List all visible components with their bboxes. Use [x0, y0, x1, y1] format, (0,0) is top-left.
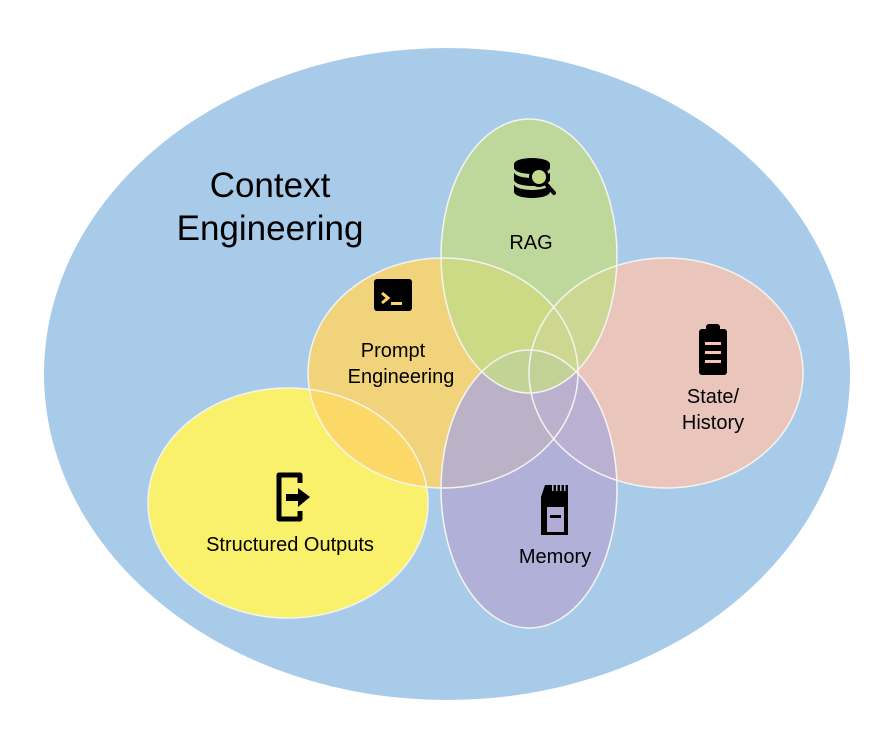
state-label-line-2: History: [682, 412, 744, 434]
terminal-icon: [374, 279, 412, 311]
structured-outputs-label: Structured Outputs: [206, 534, 374, 556]
clipboard-icon: [699, 324, 727, 375]
prompt-label-line-2: Engineering: [348, 366, 455, 388]
rag-label: RAG: [509, 232, 552, 254]
database-search-icon: [514, 158, 556, 198]
memory-ellipse: [441, 350, 617, 628]
state-label-line-1: State/: [687, 386, 740, 408]
exit-arrow-icon: [276, 472, 310, 522]
outer-title-line-1: Context: [210, 166, 331, 205]
memory-label: Memory: [519, 546, 591, 568]
rag-ellipse: [441, 119, 617, 393]
memory-card-icon: [541, 485, 568, 535]
ellipse-outlines: [147, 118, 804, 629]
outer-title-line-2: Engineering: [177, 209, 364, 248]
prompt-label-line-1: Prompt: [361, 340, 426, 362]
